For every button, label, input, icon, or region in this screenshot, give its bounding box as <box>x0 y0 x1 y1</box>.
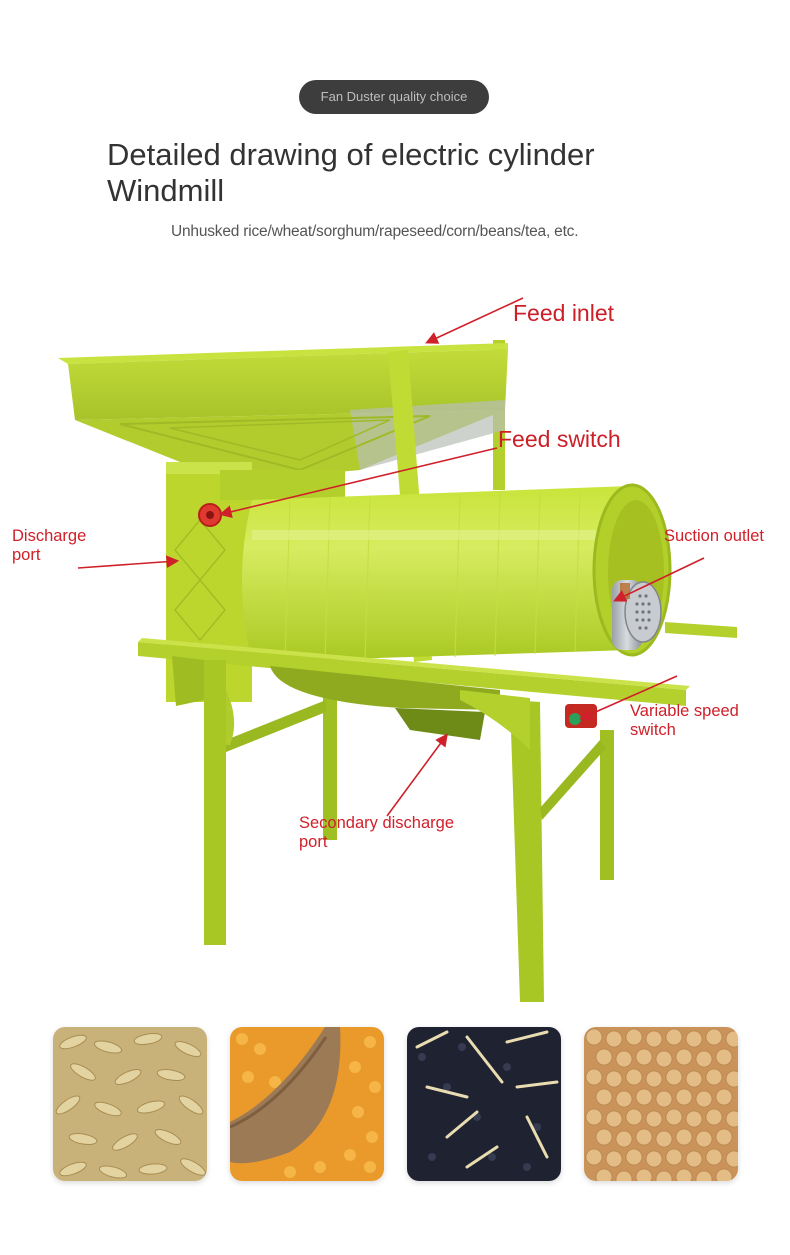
title-line-1: Detailed drawing of electric cylinder <box>107 137 595 172</box>
back-leg-left <box>323 690 337 840</box>
grain-tile-unhusked-rice <box>53 1027 207 1181</box>
unhusked-rice-image <box>53 1027 207 1181</box>
grain-tile-rapeseed <box>407 1027 561 1181</box>
back-leg-right <box>600 730 614 880</box>
frame-rail <box>138 642 686 706</box>
burlap-sack <box>230 1027 341 1164</box>
cylinder-drum <box>242 486 649 662</box>
callout-variable-speed-switch: Variable speed switch <box>630 702 739 739</box>
callout-suction-outlet: Suction outlet <box>664 527 764 545</box>
badge: Fan Duster quality choice <box>299 80 489 114</box>
soybeans-image <box>584 1027 738 1181</box>
page-title: Detailed drawing of electric cylinder Wi… <box>107 137 595 209</box>
front-leg-left <box>204 660 226 945</box>
grain-samples <box>0 1027 790 1183</box>
corn-image <box>230 1027 384 1181</box>
side-rod <box>665 622 737 638</box>
title-line-2: Windmill <box>107 173 225 208</box>
windmill-machine-drawing <box>58 297 737 1002</box>
callout-feed-inlet: Feed inlet <box>513 300 615 326</box>
rapeseed-image <box>407 1027 561 1181</box>
grain-tile-soybeans <box>584 1027 738 1181</box>
hopper-rim <box>58 343 508 364</box>
secondary-discharge-chute <box>395 708 485 740</box>
front-leg-right <box>510 700 544 1002</box>
subtitle: Unhusked rice/wheat/sorghum/rapeseed/cor… <box>171 223 579 240</box>
callout-secondary-discharge-port: Secondary discharge port <box>299 814 455 851</box>
grain-tile-corn <box>230 1027 384 1181</box>
callout-feed-switch: Feed switch <box>498 426 621 452</box>
variable-speed-switch-box <box>565 704 597 728</box>
machine-illustration <box>0 280 790 1020</box>
callout-discharge-port: Discharge port <box>12 527 87 564</box>
